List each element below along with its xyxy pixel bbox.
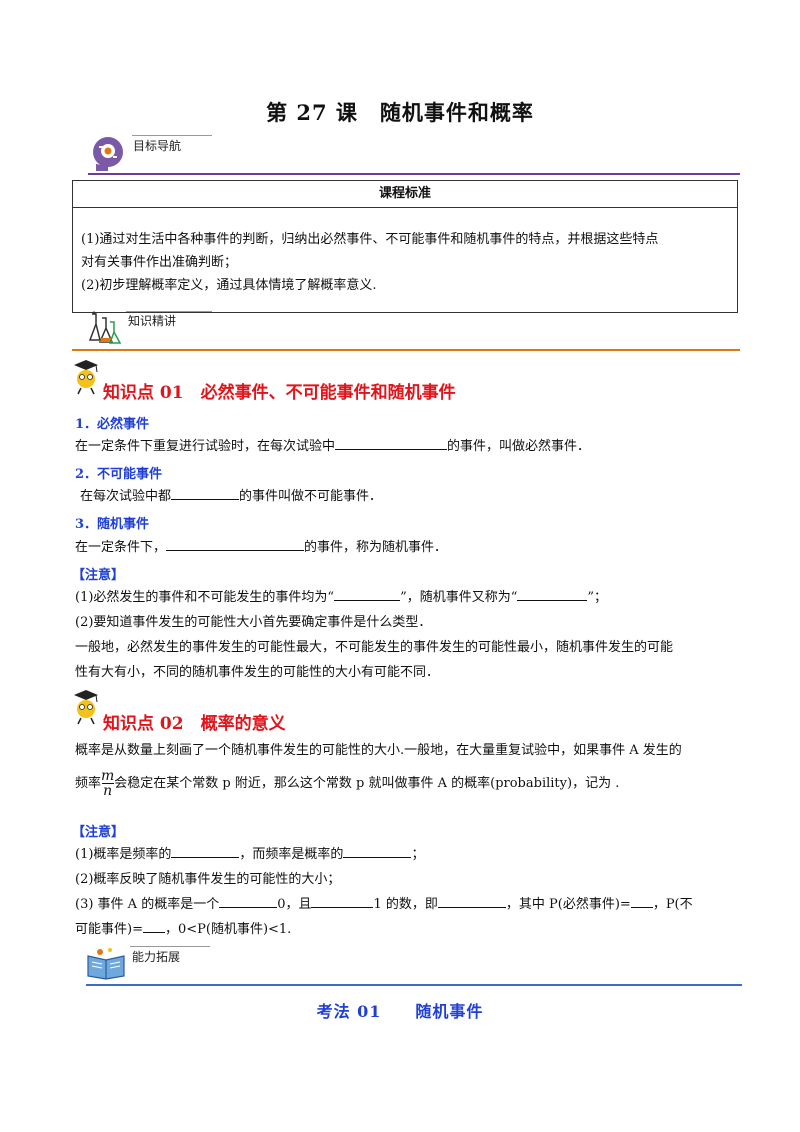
section-label-nav: 目标导航 bbox=[133, 139, 182, 153]
text: (1)概率是频率的 bbox=[75, 847, 172, 862]
text: (3) 事件 A 的概率是一个 bbox=[75, 897, 220, 912]
fraction-numerator: m bbox=[101, 768, 115, 784]
text: 在每次试验中都 bbox=[80, 489, 172, 504]
paragraph: (1)必然发生的事件和不可能发生的事件均为“ ”，随机事件又称为“ ”； bbox=[75, 589, 607, 607]
text: 的事件，叫做必然事件． bbox=[447, 439, 591, 454]
fill-blank bbox=[334, 600, 401, 601]
paragraph: (1)概率是频率的 ，而频率是概率的 ； bbox=[75, 846, 424, 864]
paragraph: 在一定条件下重复进行试验时，在每次试验中 的事件，叫做必然事件． bbox=[75, 438, 590, 456]
fill-blank bbox=[630, 907, 653, 908]
text: 会稳定在某个常数 p 附近，那么这个常数 p 就叫做事件 A 的概率(proba… bbox=[114, 776, 620, 791]
section-rule-blue bbox=[86, 984, 742, 986]
paragraph: (2)概率反映了随机事件发生的可能性的大小； bbox=[75, 872, 341, 887]
fill-blank bbox=[219, 907, 278, 908]
text: ，0<P(随机事件)<1. bbox=[164, 922, 292, 937]
text: ，其中 P(必然事件)= bbox=[505, 897, 631, 912]
course-standard-box: 课程标准 (1)通过对生活中各种事件的判断，归纳出必然事件、不可能事件和随机事件… bbox=[72, 180, 738, 313]
note-heading: 【注意】 bbox=[72, 568, 125, 583]
subheading: 2．不可能事件 bbox=[75, 467, 163, 482]
fill-blank bbox=[343, 857, 412, 858]
fraction-denominator: n bbox=[103, 783, 113, 799]
section-underline bbox=[132, 135, 212, 136]
brain-gear-icon bbox=[88, 134, 126, 172]
fill-blank bbox=[517, 600, 588, 601]
text: 的事件，称为随机事件． bbox=[304, 540, 448, 555]
text: ”； bbox=[587, 590, 608, 605]
fill-blank bbox=[171, 857, 240, 858]
note-heading: 【注意】 bbox=[72, 825, 125, 840]
flask-icon bbox=[86, 310, 122, 346]
paragraph: 性有大有小，不同的随机事件发生的可能性的大小有可能不同． bbox=[75, 665, 440, 680]
paragraph: 概率是从数量上刻画了一个随机事件发生的可能性的大小.一般地，在大量重复试验中，如… bbox=[75, 743, 682, 758]
text: 在一定条件下， bbox=[75, 540, 167, 555]
text: 1 的数，即 bbox=[373, 897, 438, 912]
fill-blank bbox=[166, 550, 305, 551]
standard-line: (2)初步理解概率定义，通过具体情境了解概率意义. bbox=[81, 278, 377, 293]
section-label-expand: 能力拓展 bbox=[132, 950, 181, 964]
section-label-knowledge: 知识精讲 bbox=[128, 314, 177, 328]
fill-blank bbox=[171, 499, 240, 500]
text: 可能事件)= bbox=[75, 922, 143, 937]
fill-blank bbox=[335, 449, 448, 450]
text: ，P(不 bbox=[652, 897, 693, 912]
paragraph: (3) 事件 A 的概率是一个 0，且 1 的数，即 ，其中 P(必然事件)= ，P(不 bbox=[75, 896, 693, 914]
text: 在一定条件下重复进行试验时，在每次试验中 bbox=[75, 439, 336, 454]
page-title: 第 27 课 随机事件和概率 bbox=[266, 100, 534, 125]
standard-line: (1)通过对生活中各种事件的判断，归纳出必然事件、不可能事件和随机事件的特点，并… bbox=[81, 232, 659, 247]
course-standard-body: (1)通过对生活中各种事件的判断，归纳出必然事件、不可能事件和随机事件的特点，并… bbox=[73, 208, 737, 297]
text: ； bbox=[411, 847, 425, 862]
text: (1)必然发生的事件和不可能发生的事件均为“ bbox=[75, 590, 335, 605]
fill-blank bbox=[437, 907, 506, 908]
paragraph: 在每次试验中都 的事件叫做不可能事件． bbox=[80, 488, 382, 506]
subheading: 1．必然事件 bbox=[75, 417, 150, 432]
knowledge-point-title: 知识点 01 必然事件、不可能事件和随机事件 bbox=[103, 383, 456, 403]
mascot-icon bbox=[70, 689, 102, 725]
mascot-icon bbox=[70, 359, 102, 395]
text: 0，且 bbox=[277, 897, 312, 912]
section-underline bbox=[126, 311, 212, 312]
paragraph: 可能事件)= ，0<P(随机事件)<1. bbox=[75, 921, 291, 939]
fraction-bar bbox=[101, 783, 114, 784]
fill-blank bbox=[311, 907, 374, 908]
section-rule-purple bbox=[88, 173, 740, 175]
section-rule-orange bbox=[72, 349, 740, 351]
standard-line: 对有关事件作出准确判断； bbox=[81, 255, 238, 270]
text: 的事件叫做不可能事件． bbox=[239, 489, 383, 504]
subheading: 3．随机事件 bbox=[75, 517, 150, 532]
book-icon bbox=[86, 946, 126, 980]
knowledge-point-title: 知识点 02 概率的意义 bbox=[103, 714, 286, 734]
fill-blank bbox=[142, 932, 165, 933]
text: ，而频率是概率的 bbox=[239, 847, 344, 862]
method-heading: 考法 01 随机事件 bbox=[316, 1002, 484, 1021]
course-standard-header: 课程标准 bbox=[73, 181, 737, 208]
section-underline bbox=[130, 946, 210, 947]
paragraph: 一般地，必然发生的事件发生的可能性最大，不可能发生的事件发生的可能性最小，随机事… bbox=[75, 640, 674, 655]
paragraph: 在一定条件下， 的事件，称为随机事件． bbox=[75, 539, 447, 557]
paragraph: (2)要知道事件发生的可能性大小首先要确定事件是什么类型． bbox=[75, 615, 432, 630]
text: 频率 bbox=[75, 776, 102, 791]
text: ”，随机事件又称为“ bbox=[400, 590, 518, 605]
